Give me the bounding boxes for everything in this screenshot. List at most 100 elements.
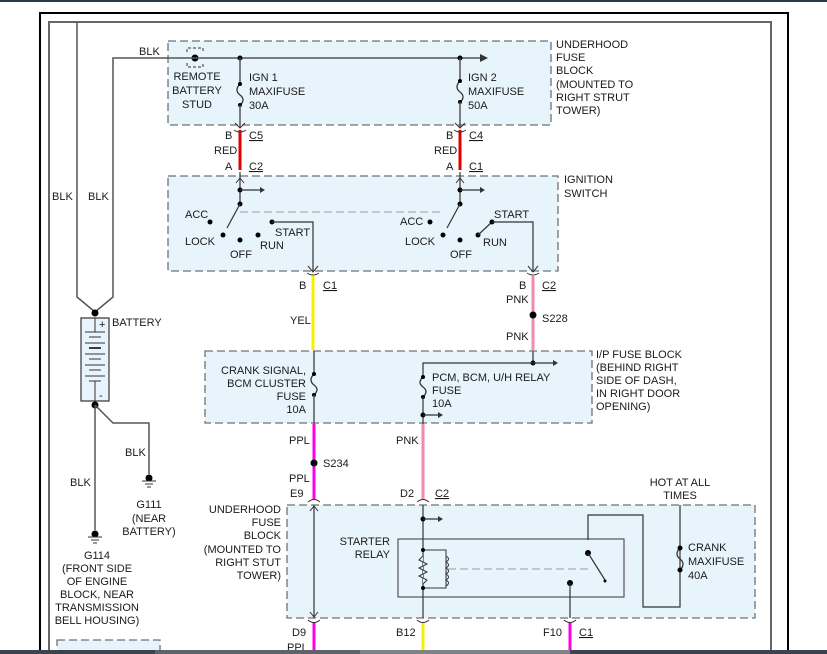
svg-text:BATTERY): BATTERY) xyxy=(122,526,175,538)
ignition-switch-box xyxy=(167,175,559,272)
g114-wire-label: BLK xyxy=(70,477,91,489)
svg-text:CRANK: CRANK xyxy=(688,542,727,554)
svg-text:(MOUNTED TO: (MOUNTED TO xyxy=(556,79,634,91)
battery-label: BATTERY xyxy=(112,317,162,329)
ign2-fuse-icon xyxy=(454,58,466,129)
svg-text:IGNITION: IGNITION xyxy=(564,174,613,186)
svg-text:E9: E9 xyxy=(290,488,303,500)
svg-text:RED: RED xyxy=(434,145,457,157)
crank-maxifuse-label: CRANK MAXIFUSE 40A xyxy=(688,542,744,582)
svg-text:C1: C1 xyxy=(469,161,483,173)
window-bottom-bar xyxy=(0,650,827,654)
svg-text:B: B xyxy=(299,280,306,292)
svg-text:S234: S234 xyxy=(323,458,349,470)
ignition-switch-right-icon xyxy=(427,172,539,273)
svg-text:B: B xyxy=(446,130,453,142)
svg-text:RED: RED xyxy=(214,145,237,157)
svg-text:BCM CLUSTER: BCM CLUSTER xyxy=(227,378,306,390)
svg-text:MAXIFUSE: MAXIFUSE xyxy=(249,86,305,98)
svg-text:RUN: RUN xyxy=(483,237,507,249)
connector-labels-top-left: B C5 RED A C2 xyxy=(214,130,263,173)
bus-arrow-icon xyxy=(480,54,488,62)
g114-label: G114 (FRONT SIDE OF ENGINE BLOCK, NEAR T… xyxy=(55,550,140,627)
svg-text:C1: C1 xyxy=(323,280,337,292)
svg-text:FUSE: FUSE xyxy=(252,517,281,529)
crank-maxifuse-icon xyxy=(676,545,684,573)
splice-s228-icon xyxy=(529,311,537,319)
svg-text:A: A xyxy=(446,161,454,173)
svg-text:BLOCK, NEAR: BLOCK, NEAR xyxy=(60,589,134,601)
svg-text:PPL: PPL xyxy=(289,435,310,447)
svg-text:PNK: PNK xyxy=(506,331,529,343)
svg-text:IN RIGHT DOOR: IN RIGHT DOOR xyxy=(596,388,680,400)
hot-at-all-times-label: HOT AT ALL TIMES xyxy=(650,477,711,502)
svg-text:BLOCK: BLOCK xyxy=(556,65,594,77)
svg-text:B12: B12 xyxy=(396,627,416,639)
svg-text:IGN 2: IGN 2 xyxy=(468,72,497,84)
underhood-fuse-block-top-title: UNDERHOOD FUSE BLOCK (MOUNTED TO RIGHT S… xyxy=(556,39,634,117)
svg-text:BATTERY: BATTERY xyxy=(172,85,222,97)
svg-text:C1: C1 xyxy=(579,627,593,639)
mid-wire-labels: PPL S234 PPL PNK E9 D2 C2 xyxy=(289,435,449,500)
pcm-fuse-label: PCM, BCM, U/H RELAY FUSE 10A xyxy=(432,372,551,410)
svg-text:BELL HOUSING): BELL HOUSING) xyxy=(55,615,140,627)
svg-text:LOCK: LOCK xyxy=(185,236,216,248)
underhood-fuse-block-bottom-title: UNDERHOOD FUSE BLOCK (MOUNTED TO RIGHT S… xyxy=(204,504,282,582)
svg-text:HOT AT ALL: HOT AT ALL xyxy=(650,477,711,489)
crank-signal-fuse-label: CRANK SIGNAL, BCM CLUSTER FUSE 10A xyxy=(221,365,307,416)
starter-relay-label: STARTER RELAY xyxy=(340,536,391,561)
pcm-fuse-icon xyxy=(419,351,558,424)
svg-text:C5: C5 xyxy=(249,130,263,142)
window-top-bar xyxy=(0,0,827,2)
ground-wire-g111 xyxy=(94,404,150,474)
starter-relay-switch-icon xyxy=(567,505,681,618)
ignition-switch-right-labels: ACC LOCK OFF RUN START xyxy=(400,209,529,261)
svg-text:UNDERHOOD: UNDERHOOD xyxy=(209,504,281,516)
svg-text:40A: 40A xyxy=(688,570,708,582)
svg-text:A: A xyxy=(225,161,233,173)
svg-text:PPL: PPL xyxy=(289,473,310,485)
svg-text:(MOUNTED TO: (MOUNTED TO xyxy=(204,544,282,556)
remote-battery-stud-label: REMOTE BATTERY STUD xyxy=(172,71,222,111)
svg-text:BLK: BLK xyxy=(52,191,73,203)
svg-text:G114: G114 xyxy=(84,550,110,562)
battery-plus-label: + xyxy=(99,319,105,331)
svg-text:START: START xyxy=(275,227,310,239)
svg-text:REMOTE: REMOTE xyxy=(173,71,220,83)
ign-output-right-labels: B C2 PNK S228 PNK xyxy=(506,280,568,343)
svg-text:BLK: BLK xyxy=(139,46,160,58)
ground-g114-icon xyxy=(88,530,102,544)
ignition-switch-left-icon xyxy=(207,172,319,273)
svg-text:RIGHT STRUT: RIGHT STRUT xyxy=(556,92,630,104)
svg-text:UNDERHOOD: UNDERHOOD xyxy=(556,39,628,51)
svg-text:FUSE: FUSE xyxy=(432,385,461,397)
svg-text:10A: 10A xyxy=(286,404,306,416)
svg-text:BLOCK: BLOCK xyxy=(244,530,282,542)
svg-text:I/P FUSE BLOCK: I/P FUSE BLOCK xyxy=(596,349,683,361)
svg-text:(FRONT SIDE: (FRONT SIDE xyxy=(62,563,132,575)
svg-text:STUD: STUD xyxy=(182,99,212,111)
left-wire-labels: BLK BLK BLK xyxy=(52,46,160,203)
svg-text:OPENING): OPENING) xyxy=(596,401,650,413)
svg-text:(NEAR: (NEAR xyxy=(132,513,166,525)
svg-text:RELAY: RELAY xyxy=(355,549,391,561)
svg-text:FUSE: FUSE xyxy=(556,52,585,64)
svg-text:CRANK SIGNAL,: CRANK SIGNAL, xyxy=(221,365,306,377)
ign1-fuse-label: IGN 1 MAXIFUSE 30A xyxy=(249,72,305,112)
starter-relay-box xyxy=(397,538,625,598)
ip-fuse-block-title: I/P FUSE BLOCK (BEHIND RIGHT SIDE OF DAS… xyxy=(596,349,683,413)
svg-text:SIDE OF DASH,: SIDE OF DASH, xyxy=(596,375,677,387)
battery-minus-label: - xyxy=(99,390,103,402)
svg-text:TOWER): TOWER) xyxy=(237,570,281,582)
svg-text:RIGHT STUT: RIGHT STUT xyxy=(215,557,281,569)
svg-text:B: B xyxy=(519,280,526,292)
ign2-fuse-label: IGN 2 MAXIFUSE 50A xyxy=(468,72,524,112)
ignition-switch-left-labels: ACC LOCK OFF RUN START xyxy=(185,209,310,261)
g111-wire-label: BLK xyxy=(125,447,146,459)
svg-text:MAXIFUSE: MAXIFUSE xyxy=(688,556,744,568)
svg-text:C4: C4 xyxy=(469,130,483,142)
svg-text:SWITCH: SWITCH xyxy=(564,188,607,200)
svg-text:D9: D9 xyxy=(292,627,306,639)
svg-text:LOCK: LOCK xyxy=(405,236,436,248)
